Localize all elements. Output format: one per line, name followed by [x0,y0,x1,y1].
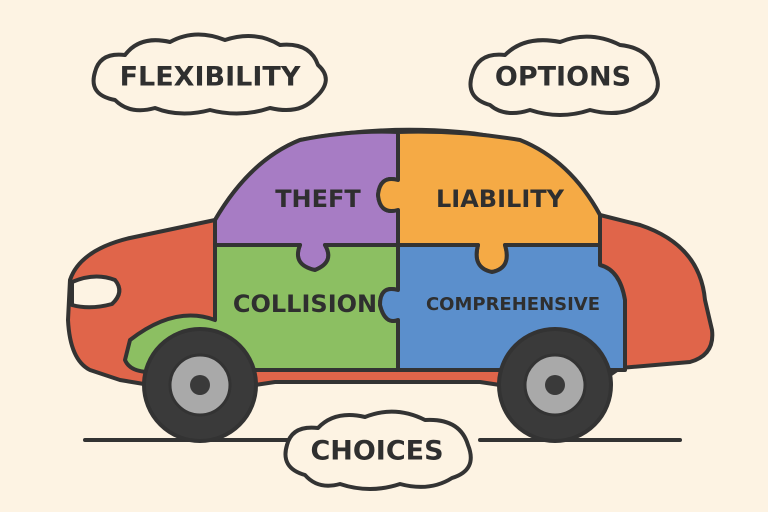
cloud-choices [283,409,473,491]
piece-label-comprehensive: COMPREHENSIVE [426,294,600,315]
cloud-label-flexibility: FLEXIBILITY [120,62,301,93]
piece-label-liability: LIABILITY [436,185,565,213]
headlight [70,274,122,310]
cloud-label-choices: CHOICES [310,436,443,467]
cloud-flexibility [91,32,328,116]
piece-label-theft: THEFT [275,185,361,213]
wheel-front [142,327,258,443]
cloud-label-options: OPTIONS [495,62,631,93]
wheel-rear [497,327,613,443]
cloud-options [468,34,660,117]
piece-label-collision: COLLISION [233,290,377,318]
